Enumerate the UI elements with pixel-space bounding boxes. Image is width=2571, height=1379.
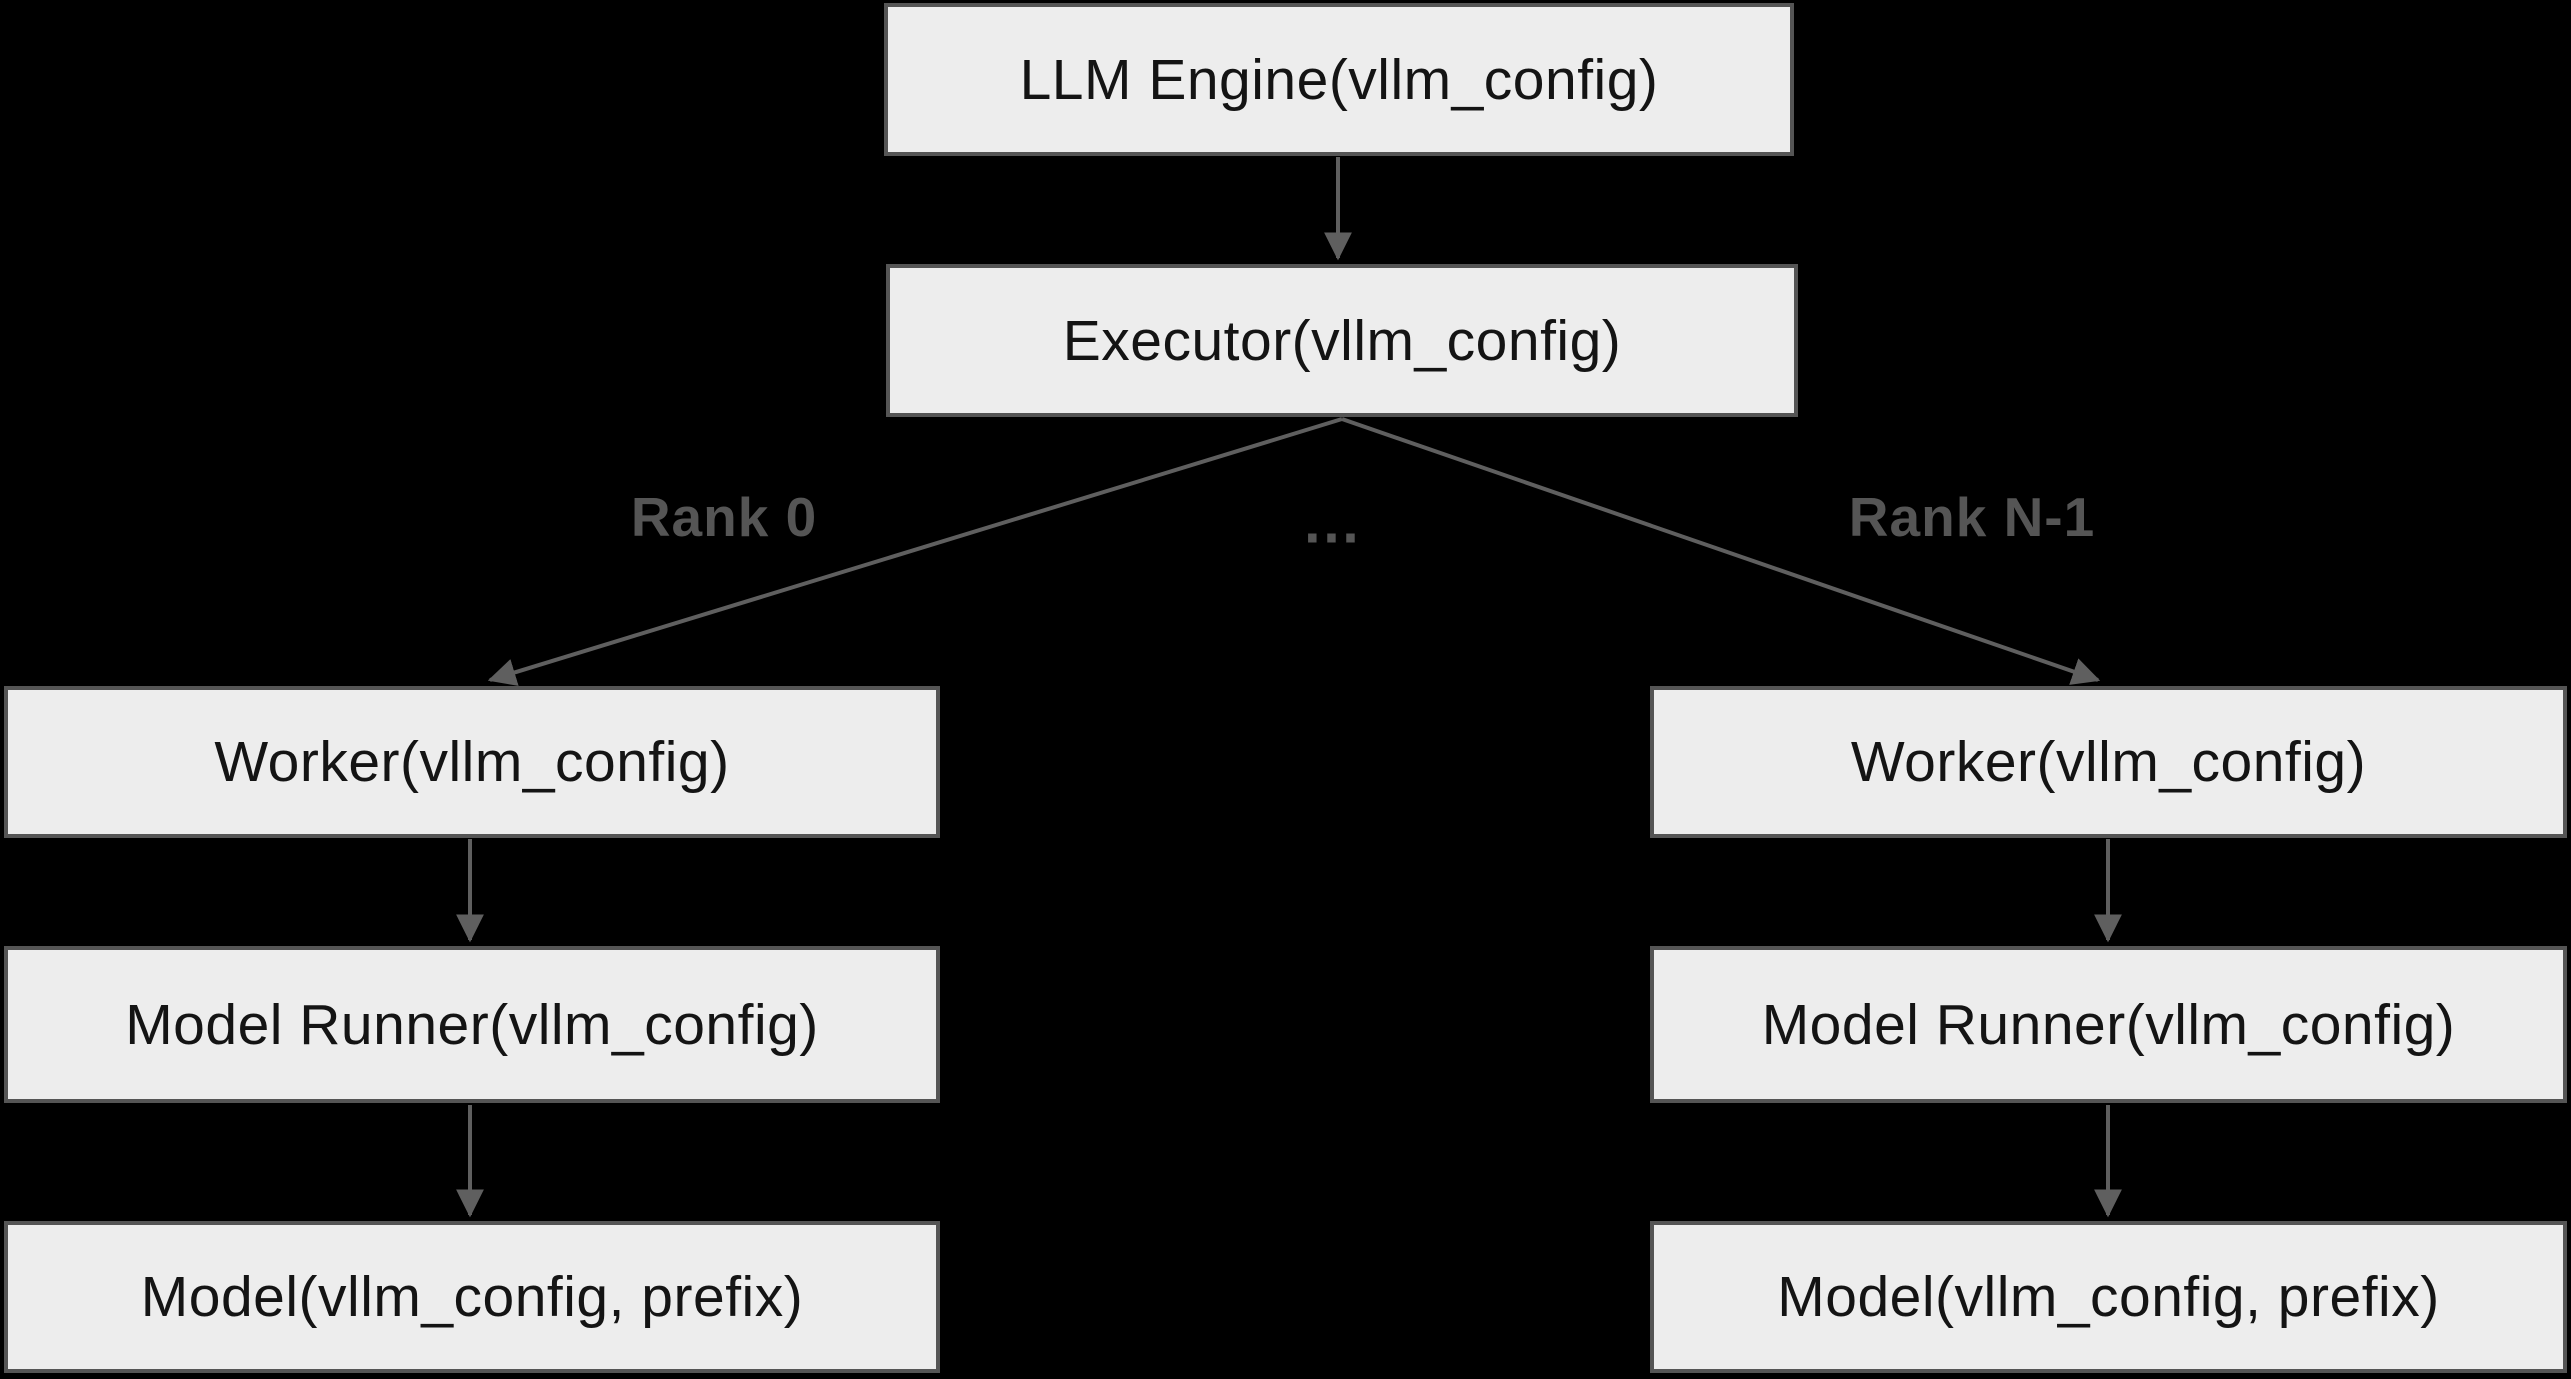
edge-label-rank-0: Rank 0 — [630, 486, 818, 548]
node-model-runner-rank-0: Model Runner(vllm_config) — [4, 946, 940, 1103]
node-worker-rank-0: Worker(vllm_config) — [4, 686, 940, 838]
node-model-rank-n-1-label: Model(vllm_config, prefix) — [1777, 1265, 2440, 1329]
node-model-rank-0-label: Model(vllm_config, prefix) — [140, 1265, 804, 1329]
node-worker-rank-n-1: Worker(vllm_config) — [1650, 686, 2567, 838]
edge-label-rank-n-1: Rank N-1 — [1848, 486, 2096, 548]
node-model-runner-rank-0-label: Model Runner(vllm_config) — [125, 992, 819, 1057]
node-model-runner-rank-n-1-label: Model Runner(vllm_config) — [1761, 992, 2456, 1057]
node-executor-label: Executor(vllm_config) — [1062, 308, 1622, 373]
node-worker-rank-0-label: Worker(vllm_config) — [214, 730, 730, 794]
node-worker-rank-n-1-label: Worker(vllm_config) — [1850, 730, 2367, 794]
node-model-runner-rank-n-1: Model Runner(vllm_config) — [1650, 946, 2567, 1103]
node-llm-engine: LLM Engine(vllm_config) — [884, 3, 1794, 156]
node-executor: Executor(vllm_config) — [886, 264, 1798, 417]
node-model-rank-n-1: Model(vllm_config, prefix) — [1650, 1221, 2567, 1373]
edge-label-ellipsis: … — [1301, 488, 1363, 556]
node-llm-engine-label: LLM Engine(vllm_config) — [1019, 47, 1659, 112]
node-model-rank-0: Model(vllm_config, prefix) — [4, 1221, 940, 1373]
edge-executor-worker-left — [487, 417, 1343, 686]
edge-executor-worker-right — [1341, 417, 2101, 685]
